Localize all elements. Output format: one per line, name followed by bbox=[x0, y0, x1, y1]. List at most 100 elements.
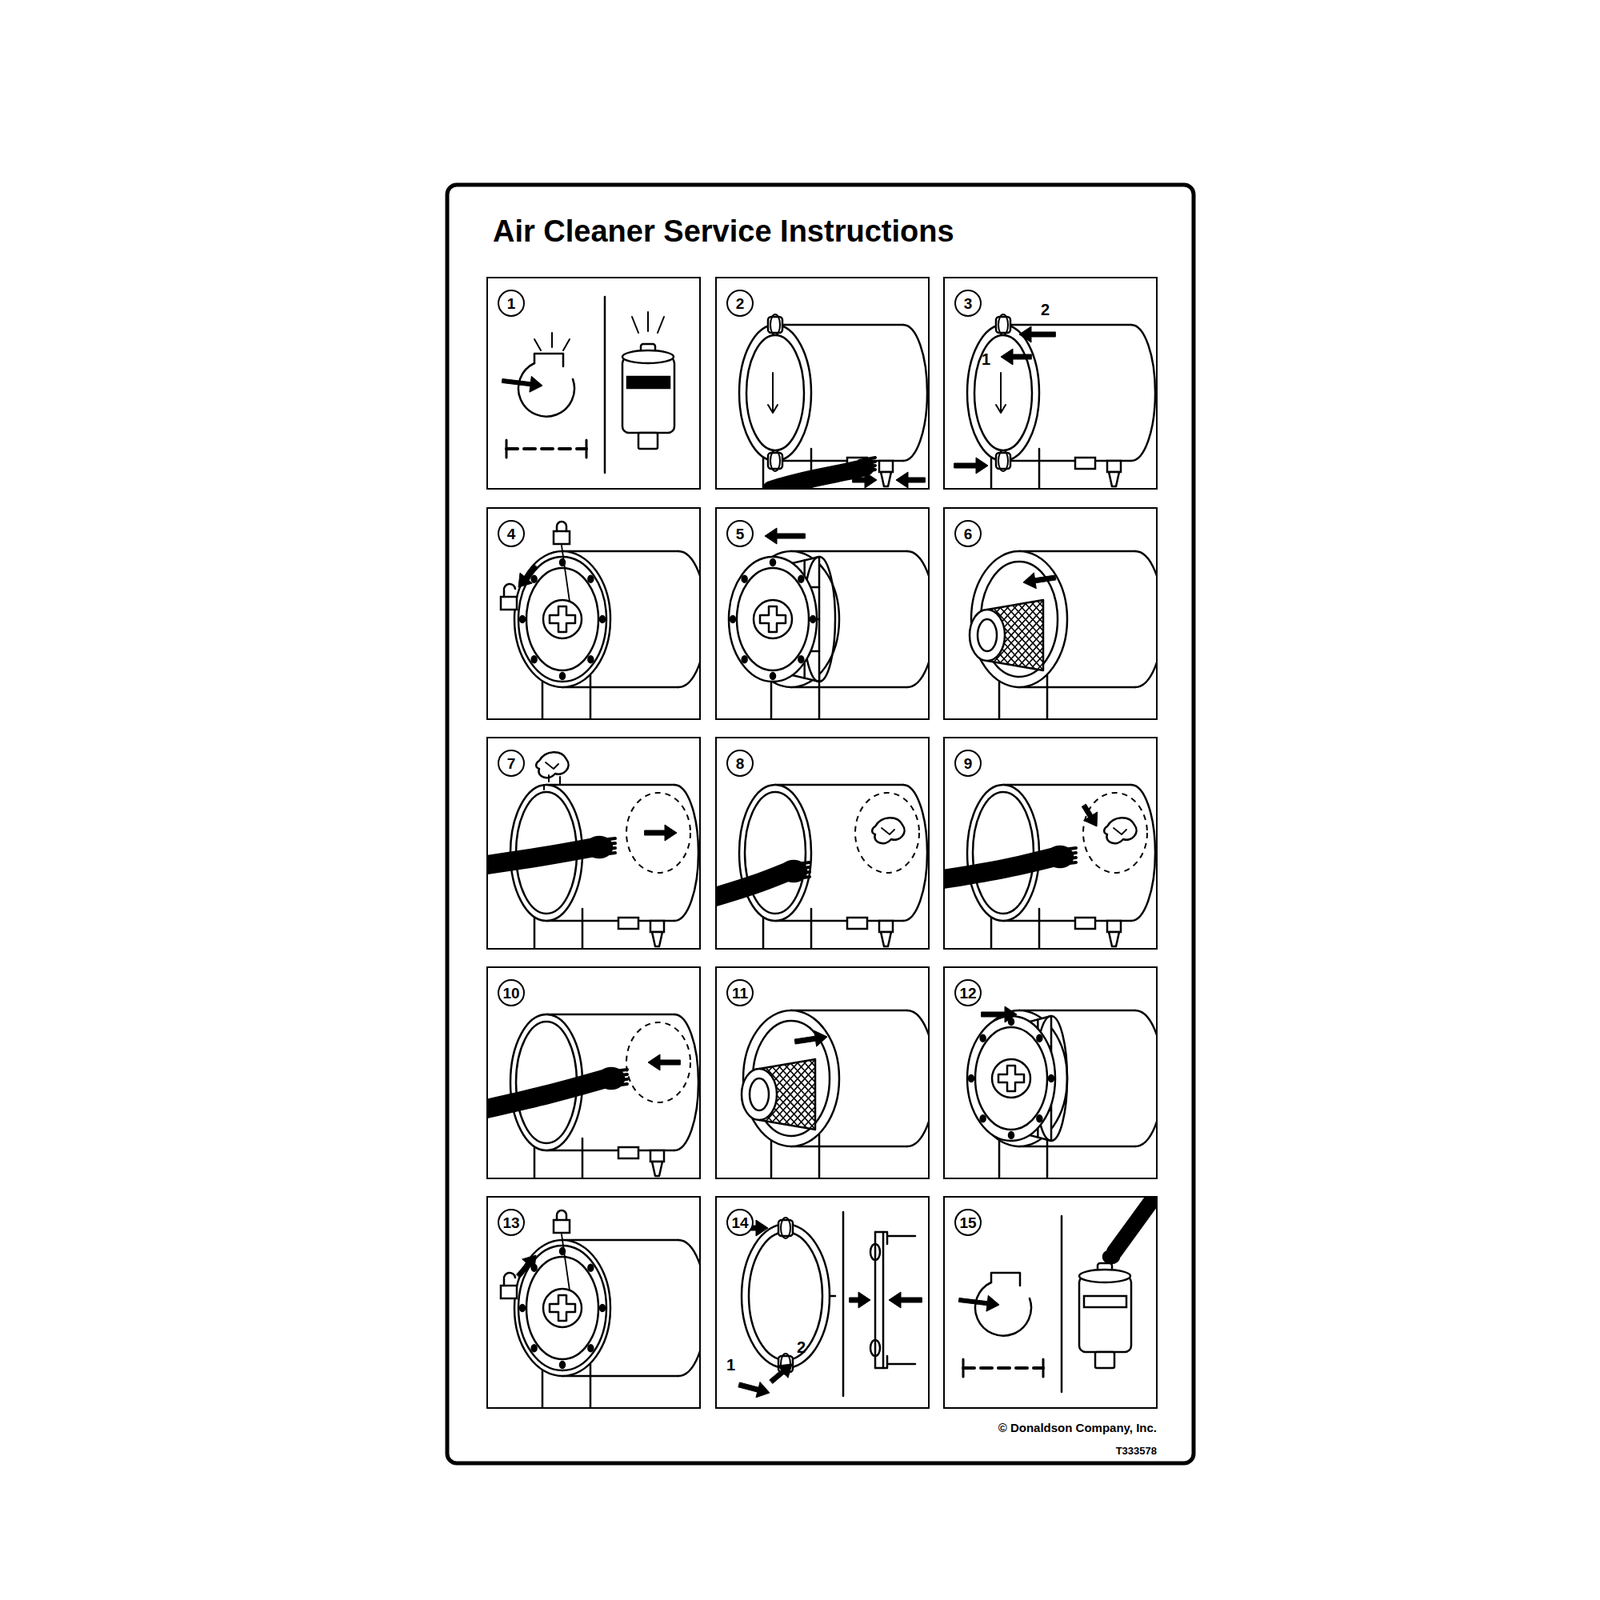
line-art bbox=[1008, 1132, 1014, 1139]
line-art bbox=[782, 1046, 871, 1143]
title: Air Cleaner Service Instructions bbox=[492, 214, 955, 248]
line-art bbox=[736, 568, 809, 671]
vacuator-valve bbox=[880, 932, 892, 947]
line-art bbox=[890, 1046, 930, 1143]
line-art bbox=[560, 672, 565, 680]
line-art bbox=[1010, 587, 1099, 684]
part-number: T333578 bbox=[1116, 1444, 1157, 1457]
line-art bbox=[791, 1145, 908, 1148]
line-art bbox=[847, 1046, 930, 1143]
line-art bbox=[728, 556, 817, 682]
line-art bbox=[1003, 324, 1132, 327]
direction-arrow bbox=[518, 564, 538, 588]
line-art bbox=[1103, 1250, 1120, 1264]
line-art bbox=[602, 843, 616, 845]
line-art bbox=[1089, 587, 1158, 684]
line-art bbox=[943, 587, 1027, 684]
line-art bbox=[943, 587, 1020, 684]
line-art bbox=[991, 1272, 1020, 1286]
line-art bbox=[715, 1046, 799, 1143]
line-art bbox=[749, 1078, 769, 1111]
line-art bbox=[796, 872, 810, 874]
line-art bbox=[1068, 587, 1156, 684]
cover-handle bbox=[998, 1065, 1024, 1092]
line-art bbox=[881, 828, 895, 835]
vacuator-valve bbox=[1108, 932, 1120, 947]
step-number: 3 bbox=[954, 289, 982, 317]
line-art bbox=[768, 1046, 856, 1143]
line-art bbox=[600, 616, 605, 623]
step-number: 11 bbox=[726, 979, 754, 1007]
line-art bbox=[847, 1046, 930, 1143]
step-illustration bbox=[959, 1199, 1153, 1392]
line-art bbox=[562, 1375, 679, 1378]
line-art bbox=[969, 609, 1005, 661]
line-art bbox=[560, 1361, 565, 1368]
line-art bbox=[1060, 1216, 1064, 1392]
card-frame bbox=[447, 184, 1194, 1464]
line-art bbox=[739, 784, 812, 921]
line-art bbox=[1010, 587, 1099, 684]
line-art bbox=[614, 1069, 628, 1072]
step-illustration bbox=[954, 314, 1156, 490]
step-panel: 10 bbox=[486, 966, 701, 1180]
line-art bbox=[1039, 587, 1128, 684]
lock-symbol bbox=[504, 584, 516, 597]
line-art bbox=[1096, 587, 1158, 684]
line-art bbox=[859, 465, 876, 469]
line-art bbox=[1111, 587, 1158, 684]
line-art bbox=[514, 1240, 611, 1376]
line-art bbox=[622, 350, 674, 364]
line-art bbox=[791, 550, 908, 553]
line-art bbox=[968, 1075, 974, 1082]
cloth bbox=[1104, 817, 1136, 844]
line-art bbox=[825, 1046, 914, 1143]
line-art bbox=[768, 1046, 856, 1143]
arm bbox=[715, 871, 789, 897]
direction-arrow bbox=[764, 528, 805, 544]
line-art bbox=[674, 784, 699, 921]
direction-arrow bbox=[769, 1364, 792, 1384]
line-art bbox=[715, 1046, 792, 1143]
line-art bbox=[992, 1059, 1031, 1098]
line-art bbox=[553, 531, 570, 544]
line-art bbox=[859, 469, 876, 473]
step-panel: 4 bbox=[486, 507, 701, 720]
line-art bbox=[526, 568, 599, 671]
line-art bbox=[811, 1046, 900, 1143]
line-art bbox=[943, 587, 1027, 684]
line-art bbox=[1003, 784, 1132, 787]
direction-arrow bbox=[954, 457, 988, 474]
line-art bbox=[715, 1046, 930, 1143]
restriction-symbol bbox=[975, 1282, 1032, 1336]
line-art bbox=[588, 656, 593, 663]
line-art bbox=[650, 1150, 664, 1162]
line-art bbox=[890, 1046, 930, 1143]
line-art bbox=[532, 576, 537, 583]
cloth bbox=[872, 817, 904, 844]
line-art bbox=[1125, 587, 1158, 684]
line-art bbox=[553, 1220, 570, 1233]
line-art bbox=[1132, 587, 1158, 684]
line-art bbox=[520, 1304, 525, 1312]
line-art bbox=[903, 324, 928, 461]
step-number: 14 bbox=[726, 1208, 754, 1236]
line-art bbox=[534, 332, 570, 351]
line-art bbox=[600, 1304, 605, 1312]
line-art bbox=[770, 672, 776, 680]
line-art bbox=[1095, 1352, 1115, 1368]
line-art bbox=[618, 917, 639, 929]
line-art bbox=[1019, 1009, 1136, 1012]
line-art bbox=[632, 312, 664, 333]
line-art bbox=[526, 1256, 599, 1360]
label-box: 1 bbox=[726, 1356, 736, 1375]
line-art bbox=[1125, 587, 1158, 684]
line-art bbox=[717, 1046, 806, 1143]
line-art bbox=[870, 1244, 880, 1260]
line-art bbox=[514, 551, 611, 688]
line-art bbox=[998, 314, 1008, 336]
direction-arrow bbox=[1000, 348, 1032, 365]
line-art bbox=[562, 1239, 679, 1242]
line-art bbox=[1075, 917, 1096, 929]
line-art bbox=[897, 1046, 930, 1143]
